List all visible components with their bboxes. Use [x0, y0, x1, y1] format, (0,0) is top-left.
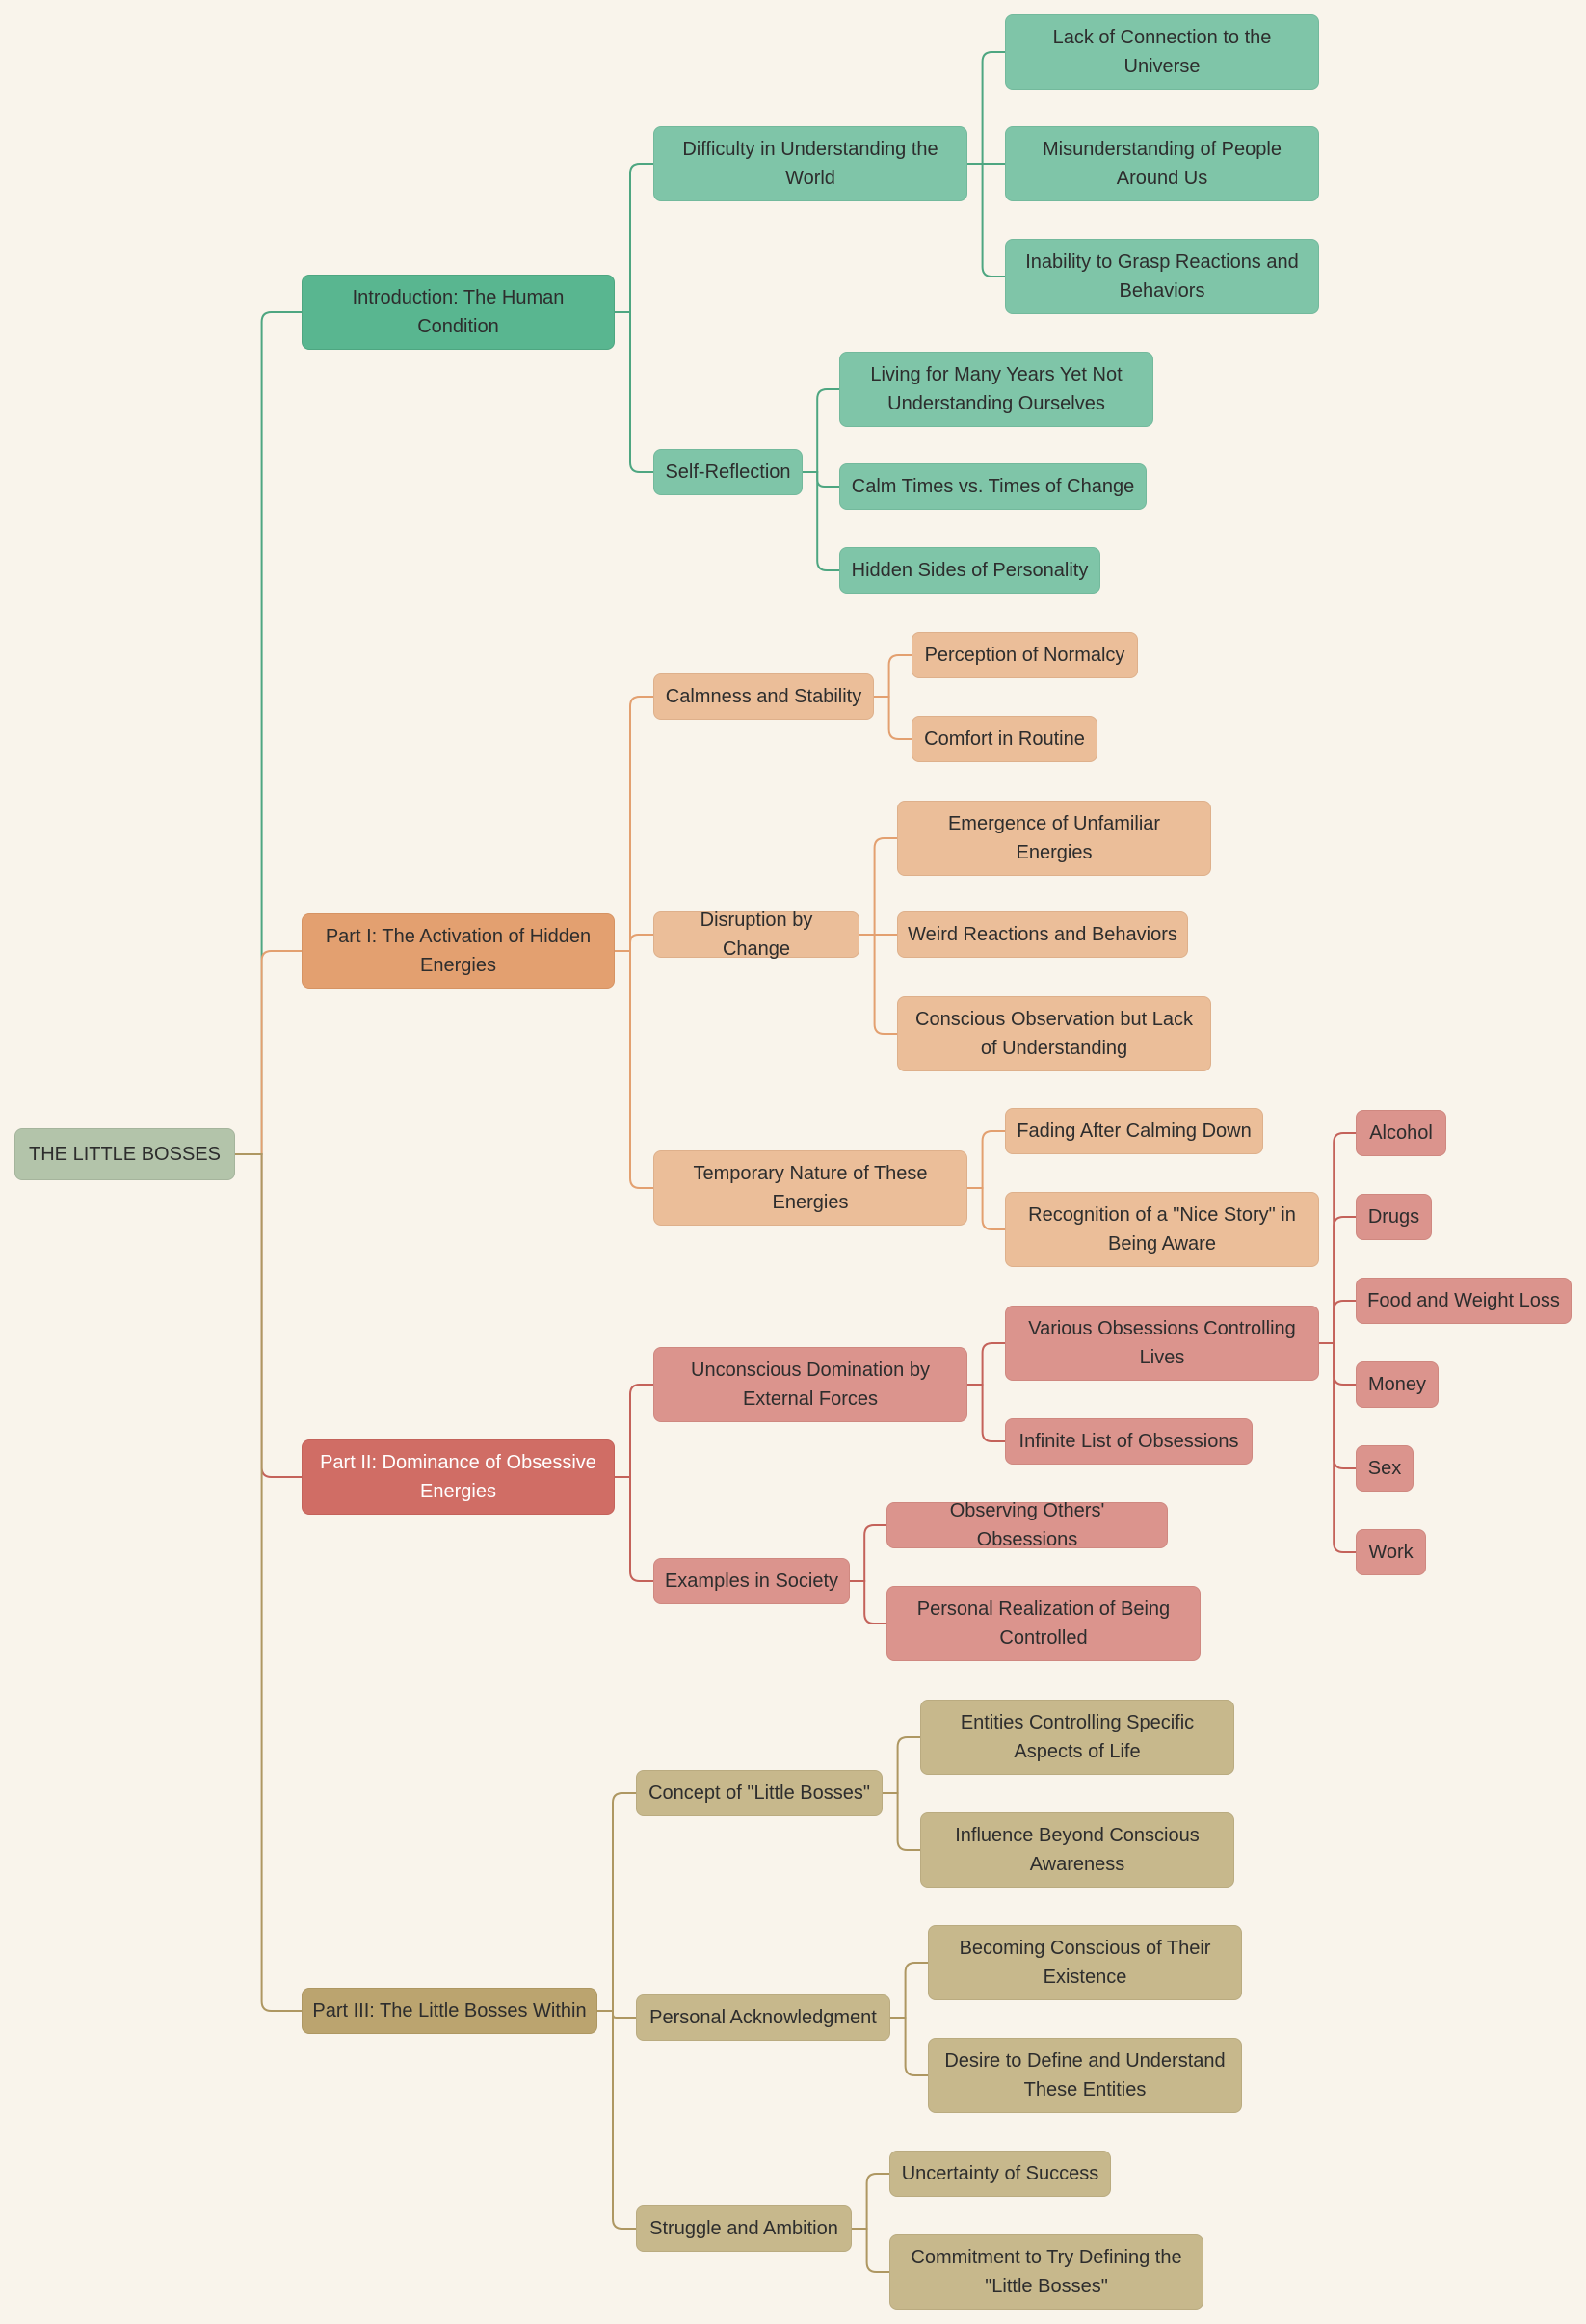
connector-line: [235, 1153, 302, 1478]
topic-introduction-human-condition[interactable]: Introduction: The Human Condition: [302, 275, 615, 350]
connector-line: [615, 1384, 653, 1478]
obsession-work[interactable]: Work: [1356, 1529, 1426, 1575]
obsession-food-weight-loss[interactable]: Food and Weight Loss: [1356, 1278, 1572, 1324]
connector-line: [883, 1736, 920, 1794]
root-node[interactable]: THE LITTLE BOSSES: [14, 1128, 235, 1180]
connector-line: [803, 471, 839, 488]
connector-line: [859, 934, 897, 1035]
connector-line: [967, 1187, 1005, 1230]
leaf-commitment-to-try[interactable]: Commitment to Try Defining the "Little B…: [889, 2234, 1203, 2310]
connector-line: [967, 163, 1005, 277]
obsession-money[interactable]: Money: [1356, 1361, 1439, 1408]
leaf-becoming-conscious[interactable]: Becoming Conscious of Their Existence: [928, 1925, 1242, 2000]
subtopic-calmness-stability[interactable]: Calmness and Stability: [653, 673, 874, 720]
leaf-personal-realization[interactable]: Personal Realization of Being Controlled: [886, 1586, 1201, 1661]
connector-line: [1319, 1342, 1356, 1553]
connector-line: [615, 934, 653, 952]
connector-line: [874, 696, 912, 740]
connector-line: [597, 2010, 636, 2230]
obsession-sex[interactable]: Sex: [1356, 1445, 1414, 1492]
connector-line: [1319, 1300, 1356, 1344]
connector-line: [235, 311, 302, 1155]
leaf-conscious-observation[interactable]: Conscious Observation but Lack of Unders…: [897, 996, 1211, 1071]
connector-line: [597, 2010, 636, 2019]
connector-line: [890, 1962, 928, 2019]
leaf-misunderstanding-people[interactable]: Misunderstanding of People Around Us: [1005, 126, 1319, 201]
connector-line: [967, 1342, 1005, 1386]
connector-line: [803, 388, 839, 473]
leaf-emergence-unfamiliar-energies[interactable]: Emergence of Unfamiliar Energies: [897, 801, 1211, 876]
leaf-entities-controlling[interactable]: Entities Controlling Specific Aspects of…: [920, 1700, 1234, 1775]
subtopic-personal-acknowledgment[interactable]: Personal Acknowledgment: [636, 1994, 890, 2041]
connector-line: [967, 1384, 1005, 1442]
leaf-infinite-list[interactable]: Infinite List of Obsessions: [1005, 1418, 1253, 1465]
connector-line: [597, 1792, 636, 2012]
subtopic-temporary-nature[interactable]: Temporary Nature of These Energies: [653, 1150, 967, 1226]
connector-line: [1319, 1342, 1356, 1469]
connector-line: [967, 1130, 1005, 1189]
connector-line: [967, 51, 1005, 165]
connector-line: [615, 163, 653, 313]
subtopic-struggle-ambition[interactable]: Struggle and Ambition: [636, 2205, 852, 2252]
leaf-inability-grasp-reactions[interactable]: Inability to Grasp Reactions and Behavio…: [1005, 239, 1319, 314]
connector-line: [850, 1524, 886, 1582]
leaf-fading-after-calming[interactable]: Fading After Calming Down: [1005, 1108, 1263, 1154]
subtopic-examples-in-society[interactable]: Examples in Society: [653, 1558, 850, 1604]
leaf-nice-story[interactable]: Recognition of a "Nice Story" in Being A…: [1005, 1192, 1319, 1267]
leaf-perception-normalcy[interactable]: Perception of Normalcy: [912, 632, 1138, 678]
connector-line: [615, 696, 653, 952]
connector-line: [852, 2173, 889, 2230]
subtopic-unconscious-domination[interactable]: Unconscious Domination by External Force…: [653, 1347, 967, 1422]
connector-line: [883, 1792, 920, 1851]
leaf-various-obsessions[interactable]: Various Obsessions Controlling Lives: [1005, 1306, 1319, 1381]
connector-line: [859, 837, 897, 936]
connector-line: [803, 471, 839, 571]
leaf-living-many-years[interactable]: Living for Many Years Yet Not Understand…: [839, 352, 1153, 427]
obsession-drugs[interactable]: Drugs: [1356, 1194, 1432, 1240]
subtopic-concept-little-bosses[interactable]: Concept of "Little Bosses": [636, 1770, 883, 1816]
leaf-comfort-routine[interactable]: Comfort in Routine: [912, 716, 1097, 762]
connector-line: [1319, 1132, 1356, 1344]
leaf-weird-reactions[interactable]: Weird Reactions and Behaviors: [897, 911, 1188, 958]
connector-line: [235, 1153, 302, 2012]
connector-line: [615, 311, 653, 473]
leaf-lack-of-connection[interactable]: Lack of Connection to the Universe: [1005, 14, 1319, 90]
subtopic-disruption-by-change[interactable]: Disruption by Change: [653, 910, 859, 960]
topic-part-one-activation[interactable]: Part I: The Activation of Hidden Energie…: [302, 913, 615, 989]
connector-line: [890, 2017, 928, 2076]
subtopic-self-reflection[interactable]: Self-Reflection: [653, 449, 803, 495]
topic-part-two-dominance[interactable]: Part II: Dominance of Obsessive Energies: [302, 1439, 615, 1515]
leaf-uncertainty-of-success[interactable]: Uncertainty of Success: [889, 2151, 1111, 2197]
connector-line: [874, 654, 912, 698]
connector-line: [1319, 1216, 1356, 1344]
connector-line: [615, 950, 653, 1189]
leaf-calm-vs-change[interactable]: Calm Times vs. Times of Change: [839, 463, 1147, 510]
connector-line: [615, 1476, 653, 1582]
obsession-alcohol[interactable]: Alcohol: [1356, 1110, 1446, 1156]
leaf-influence-beyond-awareness[interactable]: Influence Beyond Conscious Awareness: [920, 1812, 1234, 1888]
connector-line: [1319, 1342, 1356, 1386]
connector-line: [850, 1580, 886, 1624]
connector-line: [852, 2228, 889, 2273]
leaf-observing-others[interactable]: Observing Others' Obsessions: [886, 1500, 1168, 1550]
leaf-desire-to-define[interactable]: Desire to Define and Understand These En…: [928, 2038, 1242, 2113]
connector-line: [235, 950, 302, 1155]
leaf-hidden-sides-personality[interactable]: Hidden Sides of Personality: [839, 547, 1100, 594]
topic-part-three-little-bosses[interactable]: Part III: The Little Bosses Within: [302, 1988, 597, 2034]
subtopic-difficulty-understanding-world[interactable]: Difficulty in Understanding the World: [653, 126, 967, 201]
